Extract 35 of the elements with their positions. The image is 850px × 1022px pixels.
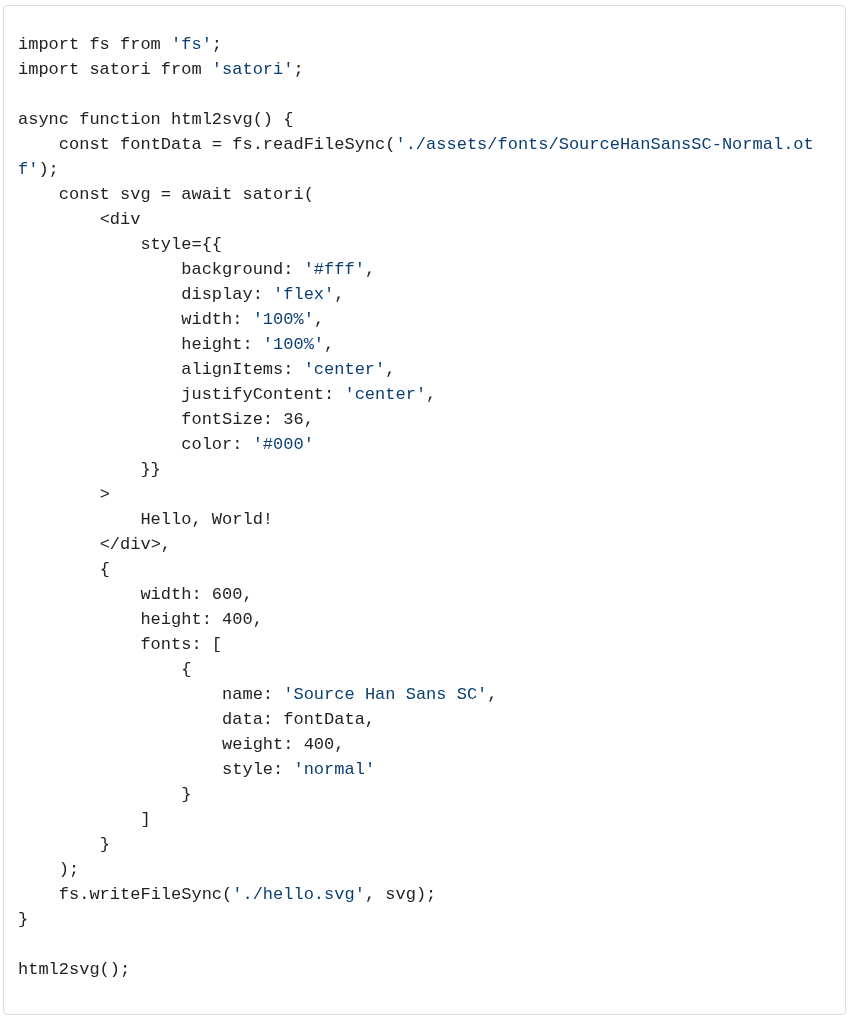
code-line: import fs from 'fs'; bbox=[18, 34, 224, 56]
code-line: }} bbox=[139, 459, 162, 481]
code-line: width: '100%', bbox=[180, 309, 326, 331]
code-line: </div>, bbox=[98, 534, 173, 556]
code-line: html2svg(); bbox=[18, 959, 132, 981]
code-line: fs.writeFileSync('./hello.svg', svg); bbox=[57, 884, 438, 906]
code-line: fontSize: 36, bbox=[180, 409, 315, 431]
code-line: display: 'flex', bbox=[180, 284, 346, 306]
code-line: Hello, World! bbox=[139, 509, 275, 531]
code-line: height: 400, bbox=[139, 609, 264, 631]
code-line: const svg = await satori( bbox=[57, 184, 315, 206]
code-line: ); bbox=[57, 859, 81, 881]
code-line: async function html2svg() { bbox=[18, 109, 295, 131]
code-line: ] bbox=[139, 809, 152, 831]
code-line: weight: 400, bbox=[221, 734, 346, 756]
code-line: > bbox=[98, 484, 111, 506]
code-line: width: 600, bbox=[139, 584, 254, 606]
code-line: name: 'Source Han Sans SC', bbox=[221, 684, 499, 706]
code-line: style={{ bbox=[139, 234, 224, 256]
code-line: const fontData = fs.readFileSync('./assets/fonts/SourceHanSansSC-Normal.otf'); bbox=[18, 134, 815, 181]
code-line: } bbox=[18, 909, 30, 931]
code-line: } bbox=[98, 834, 111, 856]
code-line: } bbox=[180, 784, 193, 806]
code-line: { bbox=[180, 659, 193, 681]
code-line: color: '#000' bbox=[180, 434, 315, 456]
code-line: data: fontData, bbox=[221, 709, 377, 731]
code-line: height: '100%', bbox=[180, 334, 336, 356]
code-line: background: '#fff', bbox=[180, 259, 377, 281]
code-line: justifyContent: 'center', bbox=[180, 384, 438, 406]
code-line: style: 'normal' bbox=[221, 759, 377, 781]
code-line: import satori from 'satori'; bbox=[18, 59, 305, 81]
code-line: <div bbox=[98, 209, 142, 231]
code-line: alignItems: 'center', bbox=[180, 359, 397, 381]
code-line: fonts: [ bbox=[139, 634, 224, 656]
code-line: { bbox=[98, 559, 111, 581]
